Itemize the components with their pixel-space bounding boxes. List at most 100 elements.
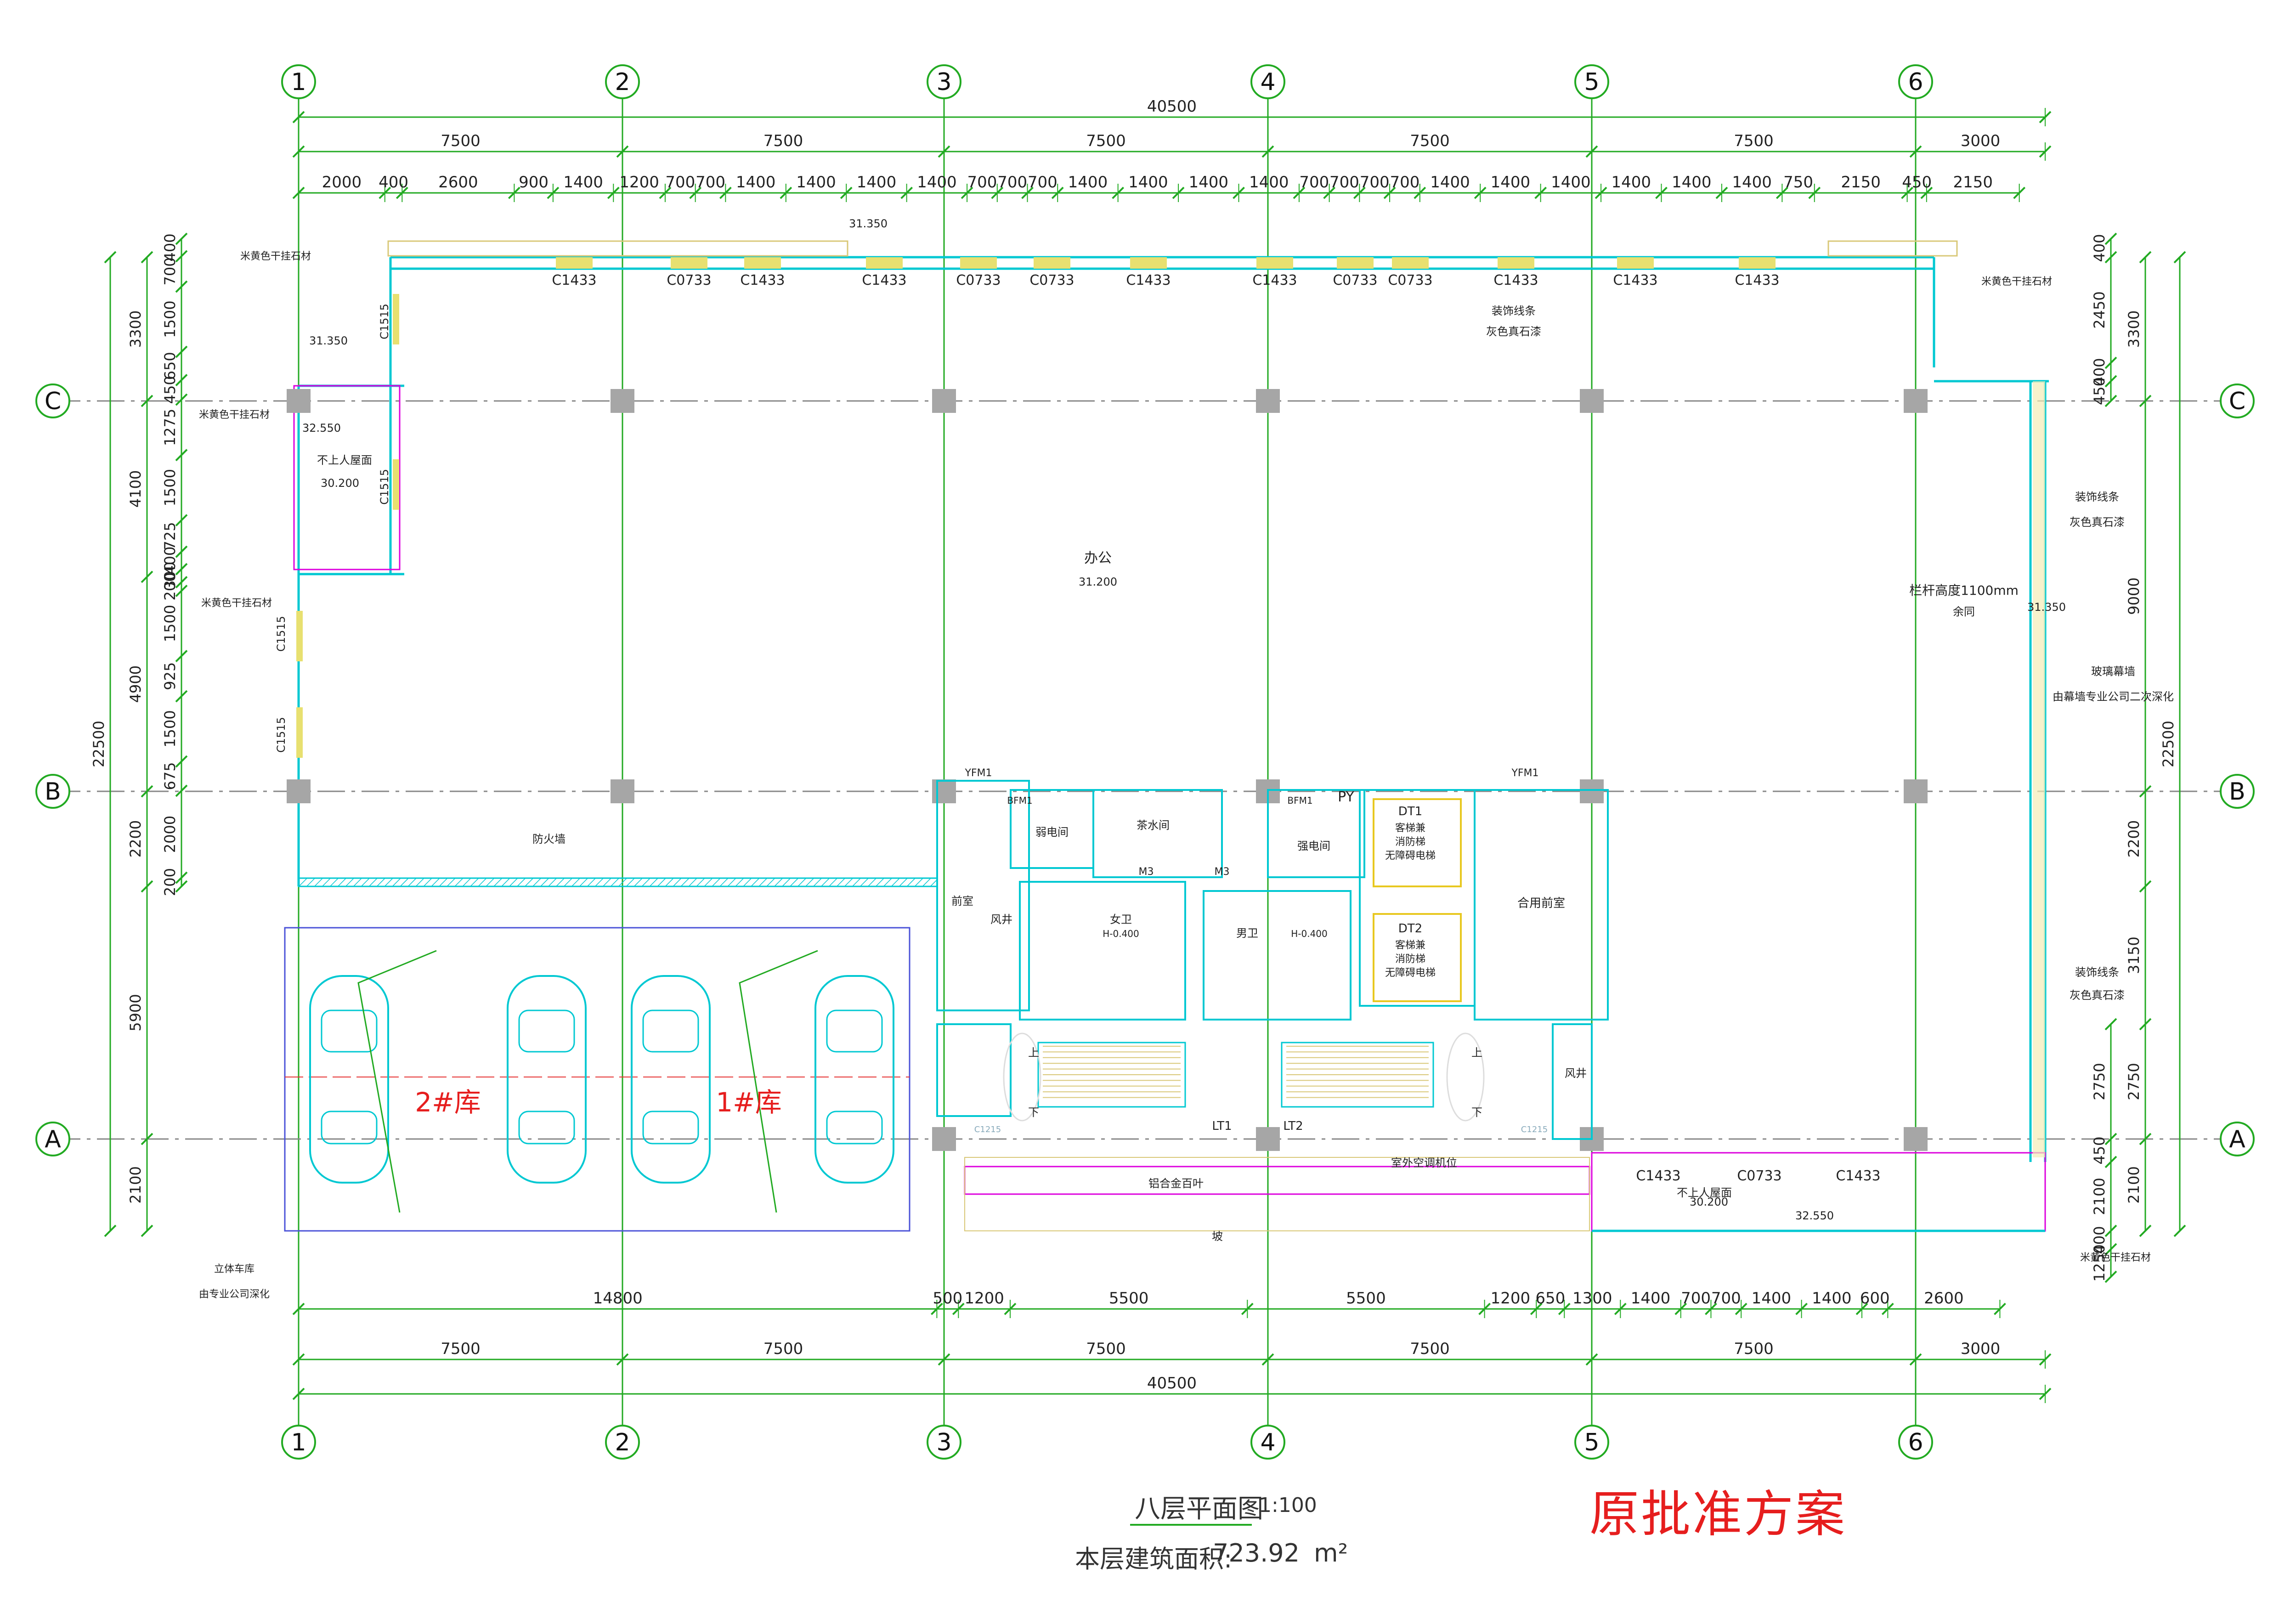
dim-top-detail-text: 1400 (563, 173, 603, 192)
dt2-name: DT2 (1398, 922, 1422, 936)
dim-top-detail-text: 2150 (1953, 173, 1993, 192)
window-tag-stair-1: C1215 (1521, 1125, 1548, 1134)
dim-top-detail-text: 1400 (1672, 173, 1712, 192)
door-m3-male: M3 (1215, 866, 1230, 878)
axis-bubble-top-3-label: 3 (936, 68, 951, 96)
trim-note-top-2: 灰色真石漆 (1486, 325, 1541, 338)
dim-left-outer-tick (141, 1224, 153, 1237)
dim-right-outer-tick (2139, 1224, 2152, 1237)
dim-left-outer-text: 2200 (127, 820, 144, 857)
stair-left-landing (1003, 1032, 1041, 1122)
window-tag-left-3: C1515 (275, 717, 288, 753)
window-tag-top-0: C1433 (552, 272, 596, 288)
dim-left-inner-tick (175, 755, 188, 768)
window-top-1 (671, 257, 707, 269)
stair-right (1281, 1042, 1434, 1108)
dim-left-inner-tick (175, 514, 188, 527)
dim-top-detail-text: 2150 (1841, 173, 1881, 192)
stair-right-landing (1446, 1032, 1485, 1122)
axis-bubble-top-4-label: 4 (1260, 68, 1275, 96)
office-elevation: 31.200 (1079, 575, 1117, 588)
window-tag-stair-0: C1215 (974, 1125, 1001, 1134)
dim-left-inner-text: 1275 (161, 409, 179, 446)
trim-note-right-1: 装饰线条 (2075, 491, 2119, 503)
axis-bubble-right-C-label: C (2229, 388, 2245, 415)
axis-bubble-left-C-label: C (45, 388, 61, 415)
dim-top-detail-text: 1400 (917, 173, 957, 192)
dim-right-inner-top-tick (2104, 395, 2117, 407)
dim-right-inner-top-text: 400 (2091, 358, 2108, 386)
dt1-line1: 客梯兼 (1395, 823, 1425, 834)
window-tag-left-1: C1515 (378, 469, 391, 505)
dim-bottom-detail-text: 14800 (593, 1289, 643, 1308)
dim-top-detail-text: 1200 (619, 173, 659, 192)
window-tag-top-5: C0733 (1029, 272, 1074, 288)
window-tag-top-10: C1433 (1493, 272, 1538, 288)
dim-right-inner-bottom-text: 400 (2091, 1226, 2108, 1254)
dim-right-outer-tick (2139, 1133, 2152, 1145)
window-tag-bottom-0: C1433 (1636, 1168, 1680, 1184)
axis-bubble-bottom-5-label: 5 (1584, 1429, 1599, 1456)
axis-bubble-bottom-1-circle (281, 1425, 316, 1460)
dim-bottom-detail-text: 1200 (964, 1289, 1004, 1308)
dim-bottom-detail-text: 2600 (1924, 1289, 1964, 1308)
title-underline (1130, 1524, 1252, 1526)
window-tag-bottom-2: C1433 (1836, 1168, 1880, 1184)
dim-left-inner-text: 400 (161, 233, 179, 261)
car-body-outline (631, 975, 711, 1184)
dim-right-inner-top-tick (2104, 251, 2117, 264)
axis-bubble-right-A-label: A (2229, 1126, 2245, 1153)
dim-right-outer-text: 2750 (2125, 1063, 2143, 1100)
dim-right-outer-text: 3150 (2125, 936, 2143, 974)
axis-bubble-top-1-label: 1 (291, 68, 306, 96)
dt2-line1: 客梯兼 (1395, 940, 1425, 951)
room-shaft-right (1552, 1023, 1593, 1140)
dim-top-bays-text: 7500 (1086, 132, 1126, 150)
dt2-line2: 消防梯 (1395, 953, 1425, 965)
dim-right-inner-top-text: 2450 (2091, 291, 2108, 328)
axis-bubble-left-B-label: B (45, 778, 61, 806)
car-windshield (642, 1009, 699, 1053)
structural-column-1 (611, 389, 634, 413)
dim-left-total-tick (104, 251, 117, 264)
dim-left-inner-tick (175, 650, 188, 662)
window-top-0 (556, 257, 593, 269)
stair-right-down: 下 (1471, 1106, 1482, 1119)
room-shared-lobby (1474, 789, 1609, 1021)
window-top-5 (1034, 257, 1070, 269)
dt1-line2: 消防梯 (1395, 836, 1425, 848)
dim-right-inner-bottom-tick (2104, 1224, 2117, 1237)
room-shaft-left (936, 1023, 1012, 1117)
dim-right-outer-text: 2100 (2125, 1166, 2143, 1203)
window-top-10 (1498, 257, 1534, 269)
dim-top-bays-text: 7500 (1734, 132, 1774, 150)
dim-bottom-bays-text: 7500 (1410, 1340, 1450, 1358)
room-female-wc (1019, 881, 1186, 1021)
curtain-wall (2033, 381, 2045, 1157)
axis-bubble-left-C-circle (35, 383, 70, 418)
dim-top-detail-text: 1400 (796, 173, 836, 192)
dim-bottom-detail-text: 5500 (1346, 1289, 1386, 1308)
dim-bottom-detail-text: 700 (1711, 1289, 1741, 1308)
dim-top-detail-text: 1400 (1068, 173, 1108, 192)
structural-column-11 (1904, 779, 1928, 803)
dt2-line3: 无障碍电梯 (1385, 967, 1436, 979)
dim-top-detail-text: 2600 (438, 173, 478, 192)
dim-right-inner-top-tick (2104, 375, 2117, 388)
window-top-11 (1617, 257, 1654, 269)
axis-bubble-left-A-label: A (45, 1126, 61, 1153)
dim-top-detail-text: 2000 (322, 173, 362, 192)
firewall-label: 防火墙 (532, 833, 566, 846)
dim-top-detail-text: 1400 (1128, 173, 1168, 192)
garage-area (284, 927, 910, 1232)
axis-bubble-top-6-label: 6 (1908, 68, 1923, 96)
structural-column-15 (1904, 1127, 1928, 1151)
dim-right-outer-tick (2139, 880, 2152, 893)
elevation-mark-4: 31.350 (2027, 601, 2066, 614)
window-top-7 (1256, 257, 1293, 269)
stone-cladding-top-left (387, 240, 848, 257)
dim-bottom-bays-text: 7500 (1734, 1340, 1774, 1358)
axis-bubble-top-6-circle (1898, 64, 1933, 99)
dim-right-inner-top-text: 450 (2091, 377, 2108, 405)
dim-right-outer-text: 9000 (2125, 577, 2143, 615)
